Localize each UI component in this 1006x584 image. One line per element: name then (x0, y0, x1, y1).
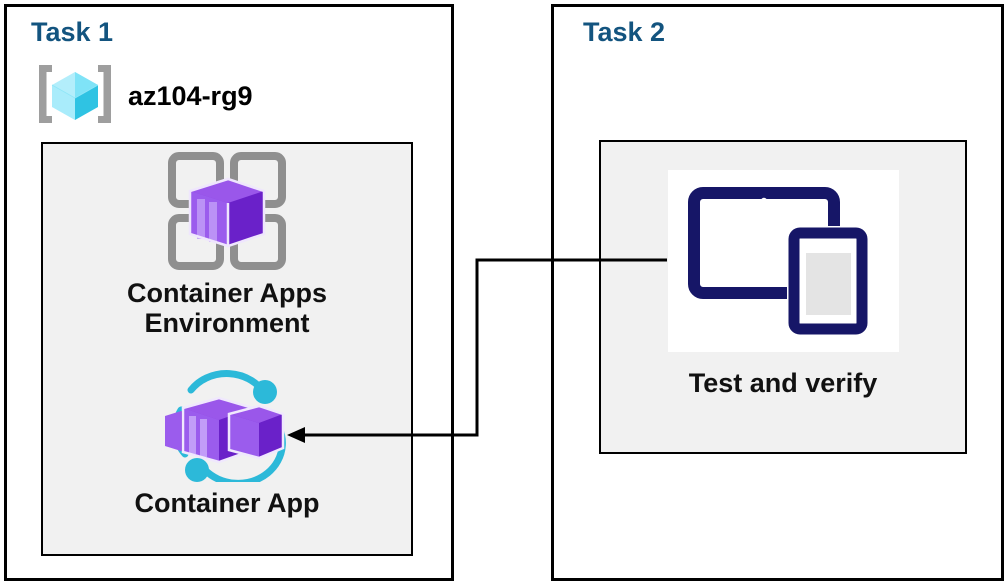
task-1-title: Task 1 (31, 17, 114, 47)
resource-group-label: az104-rg9 (128, 81, 253, 111)
azure-resource-group-icon (36, 62, 114, 131)
container-app-node: Container App (41, 370, 413, 518)
test-and-verify-icon-background (667, 170, 899, 352)
container-app-icon (41, 370, 413, 482)
container-apps-environment-label: Container Apps Environment (126, 278, 327, 339)
devices-test-verify-icon (688, 179, 878, 344)
task-2-title: Task 2 (583, 17, 666, 47)
test-and-verify-node: Test and verify (599, 170, 967, 399)
container-apps-environment-node: Container Apps Environment (41, 150, 413, 338)
container-apps-environment-icon (41, 150, 413, 272)
resource-group-row: az104-rg9 (36, 62, 253, 131)
container-app-label: Container App (134, 488, 320, 518)
test-and-verify-label: Test and verify (688, 368, 878, 398)
